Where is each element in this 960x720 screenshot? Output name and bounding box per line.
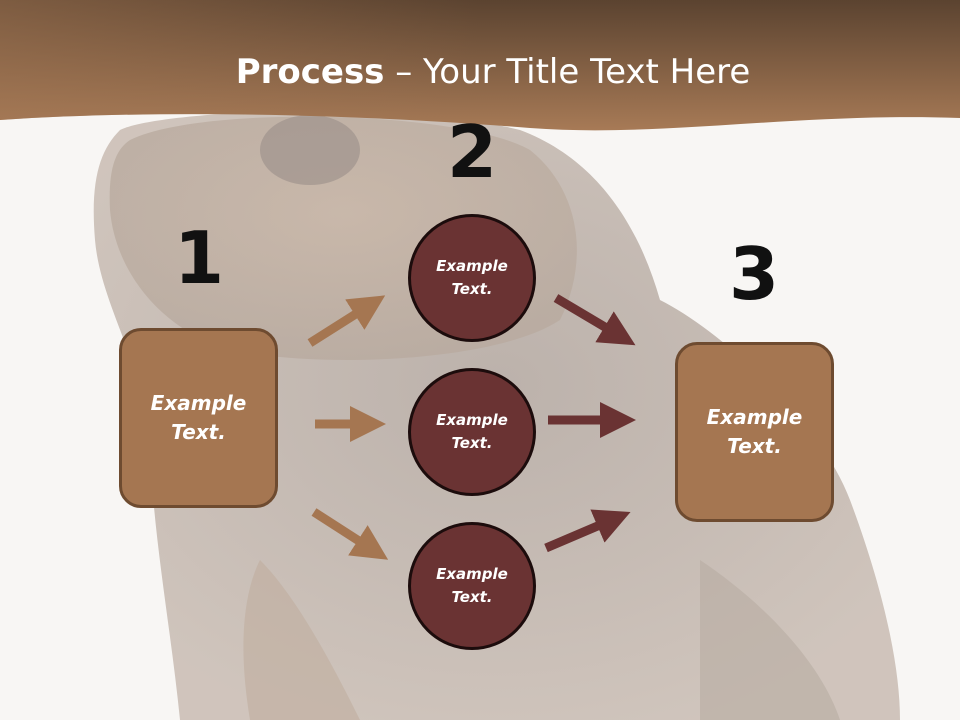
step-3-box: Example Text. [675, 342, 834, 522]
step-1-label-line2: Text. [171, 420, 226, 444]
circle-middle-label-line2: Text. [451, 434, 493, 452]
circle-middle-label-line1: Example [436, 411, 508, 429]
step-2-circle-middle: Example Text. [408, 368, 536, 496]
step-2-circle-bottom: Example Text. [408, 522, 536, 650]
step-2-circle-top: Example Text. [408, 214, 536, 342]
arrow-1-to-2-top [307, 295, 386, 347]
circle-top-label: Example Text. [411, 255, 533, 301]
step-3-label-line1: Example [706, 405, 803, 429]
arrow-2-to-3-bottom [544, 509, 631, 553]
step-number-3: 3 [728, 232, 780, 316]
circle-middle-label: Example Text. [411, 409, 533, 455]
step-3-label-line2: Text. [727, 434, 782, 458]
step-number-2: 2 [446, 110, 498, 194]
title-bold: Process [235, 52, 385, 92]
circle-bottom-label-line2: Text. [451, 588, 493, 606]
step-1-box: Example Text. [119, 328, 278, 508]
circle-top-label-line1: Example [436, 257, 508, 275]
step-1-label: Example Text. [122, 389, 275, 447]
arrow-2-to-3-top [553, 294, 636, 346]
header-band [0, 0, 960, 131]
circle-top-label-line2: Text. [451, 280, 493, 298]
slide-title: Process – Your Title Text Here [0, 52, 960, 92]
title-rest: – Your Title Text Here [384, 52, 751, 92]
circle-bottom-label: Example Text. [411, 563, 533, 609]
circle-bottom-label-line1: Example [436, 565, 508, 583]
arrow-1-to-2-bottom [311, 508, 389, 560]
step-1-label-line1: Example [150, 391, 247, 415]
step-number-1: 1 [173, 216, 225, 300]
step-3-label: Example Text. [678, 403, 831, 461]
